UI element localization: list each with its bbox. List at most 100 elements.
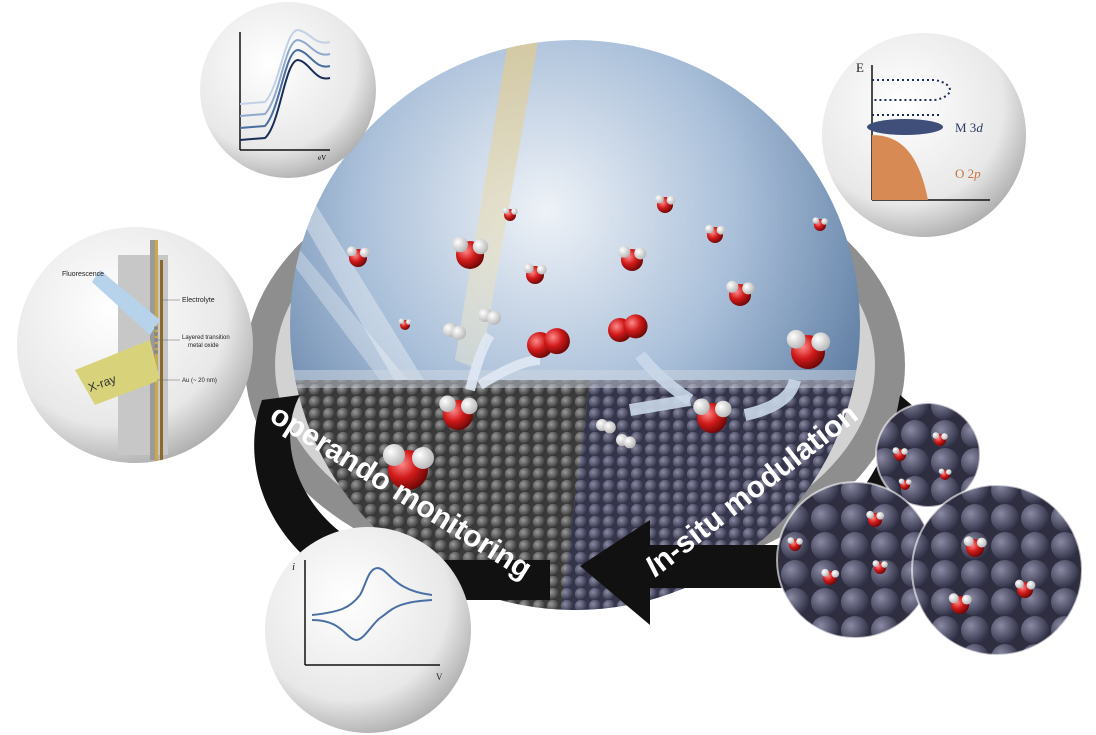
hydrogen-atom: [1026, 580, 1036, 590]
water-molecule: [948, 593, 972, 614]
o2p-label: O 2p: [955, 166, 981, 181]
m3d-band: [867, 119, 943, 135]
water-molecule: [705, 224, 726, 243]
flow-arrow-5: [743, 378, 801, 421]
water-molecule: [938, 468, 952, 480]
hydrogen-atom: [716, 225, 726, 235]
hydrogen-atom: [439, 395, 456, 412]
water-molecule: [866, 510, 885, 527]
hydrogen-atom: [346, 246, 357, 257]
v-axis-label: V: [436, 672, 443, 682]
water-molecule: [693, 398, 732, 433]
xas-spectrum-panel: eV: [200, 2, 376, 178]
xas-curve-4: [239, 28, 331, 105]
hydrogen-atom: [866, 510, 874, 519]
hydrogen-atom: [932, 432, 940, 439]
hydrogen-atom: [812, 217, 820, 224]
water-molecule: [963, 536, 987, 557]
water-molecule: [523, 263, 547, 284]
hydrogen-atom: [523, 263, 534, 274]
water-molecule: [655, 194, 676, 213]
hydrogen-atom: [872, 560, 880, 567]
hydrogen-atom: [603, 421, 616, 434]
hydrogen-molecule: [443, 323, 467, 340]
flow-arrow-1: [465, 332, 495, 392]
scatter-beam-2: [290, 250, 420, 400]
xas-curve-2: [239, 48, 331, 129]
energy-axis-label: E: [856, 60, 864, 75]
water-molecule: [786, 329, 831, 369]
hydrogen-atom: [831, 569, 840, 578]
water-molecule: [932, 432, 948, 446]
fluorescence-beam: [92, 270, 160, 335]
hydrogen-molecule: [616, 434, 636, 449]
hydrogen-atom: [623, 436, 636, 449]
cyclic-voltammetry-panel: i V: [265, 527, 471, 733]
hydrogen-atom: [655, 194, 664, 204]
hydrogen-atom: [898, 478, 905, 484]
hydrogen-atom: [796, 538, 803, 545]
fluorescence-label: Fluorescence: [62, 271, 104, 278]
hydrogen-atom: [742, 282, 755, 295]
hydrogen-atom: [487, 310, 502, 325]
band-structure-panel: E M 3d O 2p: [822, 33, 1026, 237]
hydrogen-atom: [881, 561, 888, 568]
hydrogen-atom: [948, 593, 959, 604]
hydrogen-atom: [461, 397, 478, 415]
water-molecule: [1015, 579, 1036, 598]
gold-label: Au (~ 20 nm): [182, 378, 217, 384]
flow-arrow-2: [477, 355, 541, 390]
water-molecule: [398, 318, 412, 330]
hydrogen-atom: [511, 208, 518, 215]
water-molecule: [821, 568, 840, 585]
hydrogen-atom: [892, 447, 900, 454]
hydrogen-atom: [901, 448, 908, 455]
water-molecule: [812, 217, 828, 231]
water-molecule: [452, 236, 489, 269]
water-molecule: [892, 447, 908, 461]
hydrogen-atom: [472, 238, 489, 255]
o2p-band: [872, 135, 928, 200]
empty-band: [872, 79, 951, 101]
oxygen-molecule: [527, 328, 570, 358]
hydrogen-atom: [666, 195, 676, 205]
hydrogen-atom: [726, 280, 739, 293]
hydrogen-atom: [398, 318, 405, 324]
xray-beam: [75, 340, 160, 405]
water-molecule: [726, 280, 755, 306]
hydrogen-atom: [406, 319, 412, 325]
oxide-label-line2: metal oxide: [188, 343, 219, 349]
scatter-beam-1: [290, 195, 430, 390]
oxygen-molecule: [608, 314, 648, 342]
hydrogen-atom: [876, 511, 885, 520]
molecules: [346, 194, 831, 490]
water-molecule: [502, 207, 518, 221]
hydrogen-atom: [715, 400, 732, 418]
hydrogen-atom: [821, 568, 829, 577]
oxygen-atom: [543, 328, 570, 355]
water-molecule: [346, 246, 370, 267]
hydrogen-atom: [941, 433, 948, 440]
hydrogen-atom: [452, 236, 468, 253]
hydrogen-atom: [693, 398, 710, 415]
hydrogen-atom: [412, 447, 434, 469]
hydrogen-atom: [786, 329, 806, 349]
surface-spheres: [776, 402, 1083, 656]
water-molecule: [618, 245, 647, 271]
hydrogen-atom: [961, 594, 972, 605]
water-molecule: [787, 537, 803, 551]
hydrogen-atom: [787, 537, 795, 544]
oxide-label-line1: Layered transition: [182, 335, 230, 341]
hydrogen-molecule: [478, 308, 502, 325]
hydrogen-atom: [938, 468, 945, 474]
hydrogen-atom: [618, 245, 631, 258]
hydrogen-atom: [634, 247, 647, 260]
i-axis-label: i: [292, 561, 295, 573]
xas-curve-1: [239, 58, 331, 141]
hydrogen-atom: [963, 536, 974, 547]
water-molecule: [898, 478, 912, 490]
hydrogen-atom: [946, 469, 952, 475]
hydrogen-atom: [502, 207, 510, 214]
electrolyte-label: Electrolyte: [182, 297, 215, 304]
